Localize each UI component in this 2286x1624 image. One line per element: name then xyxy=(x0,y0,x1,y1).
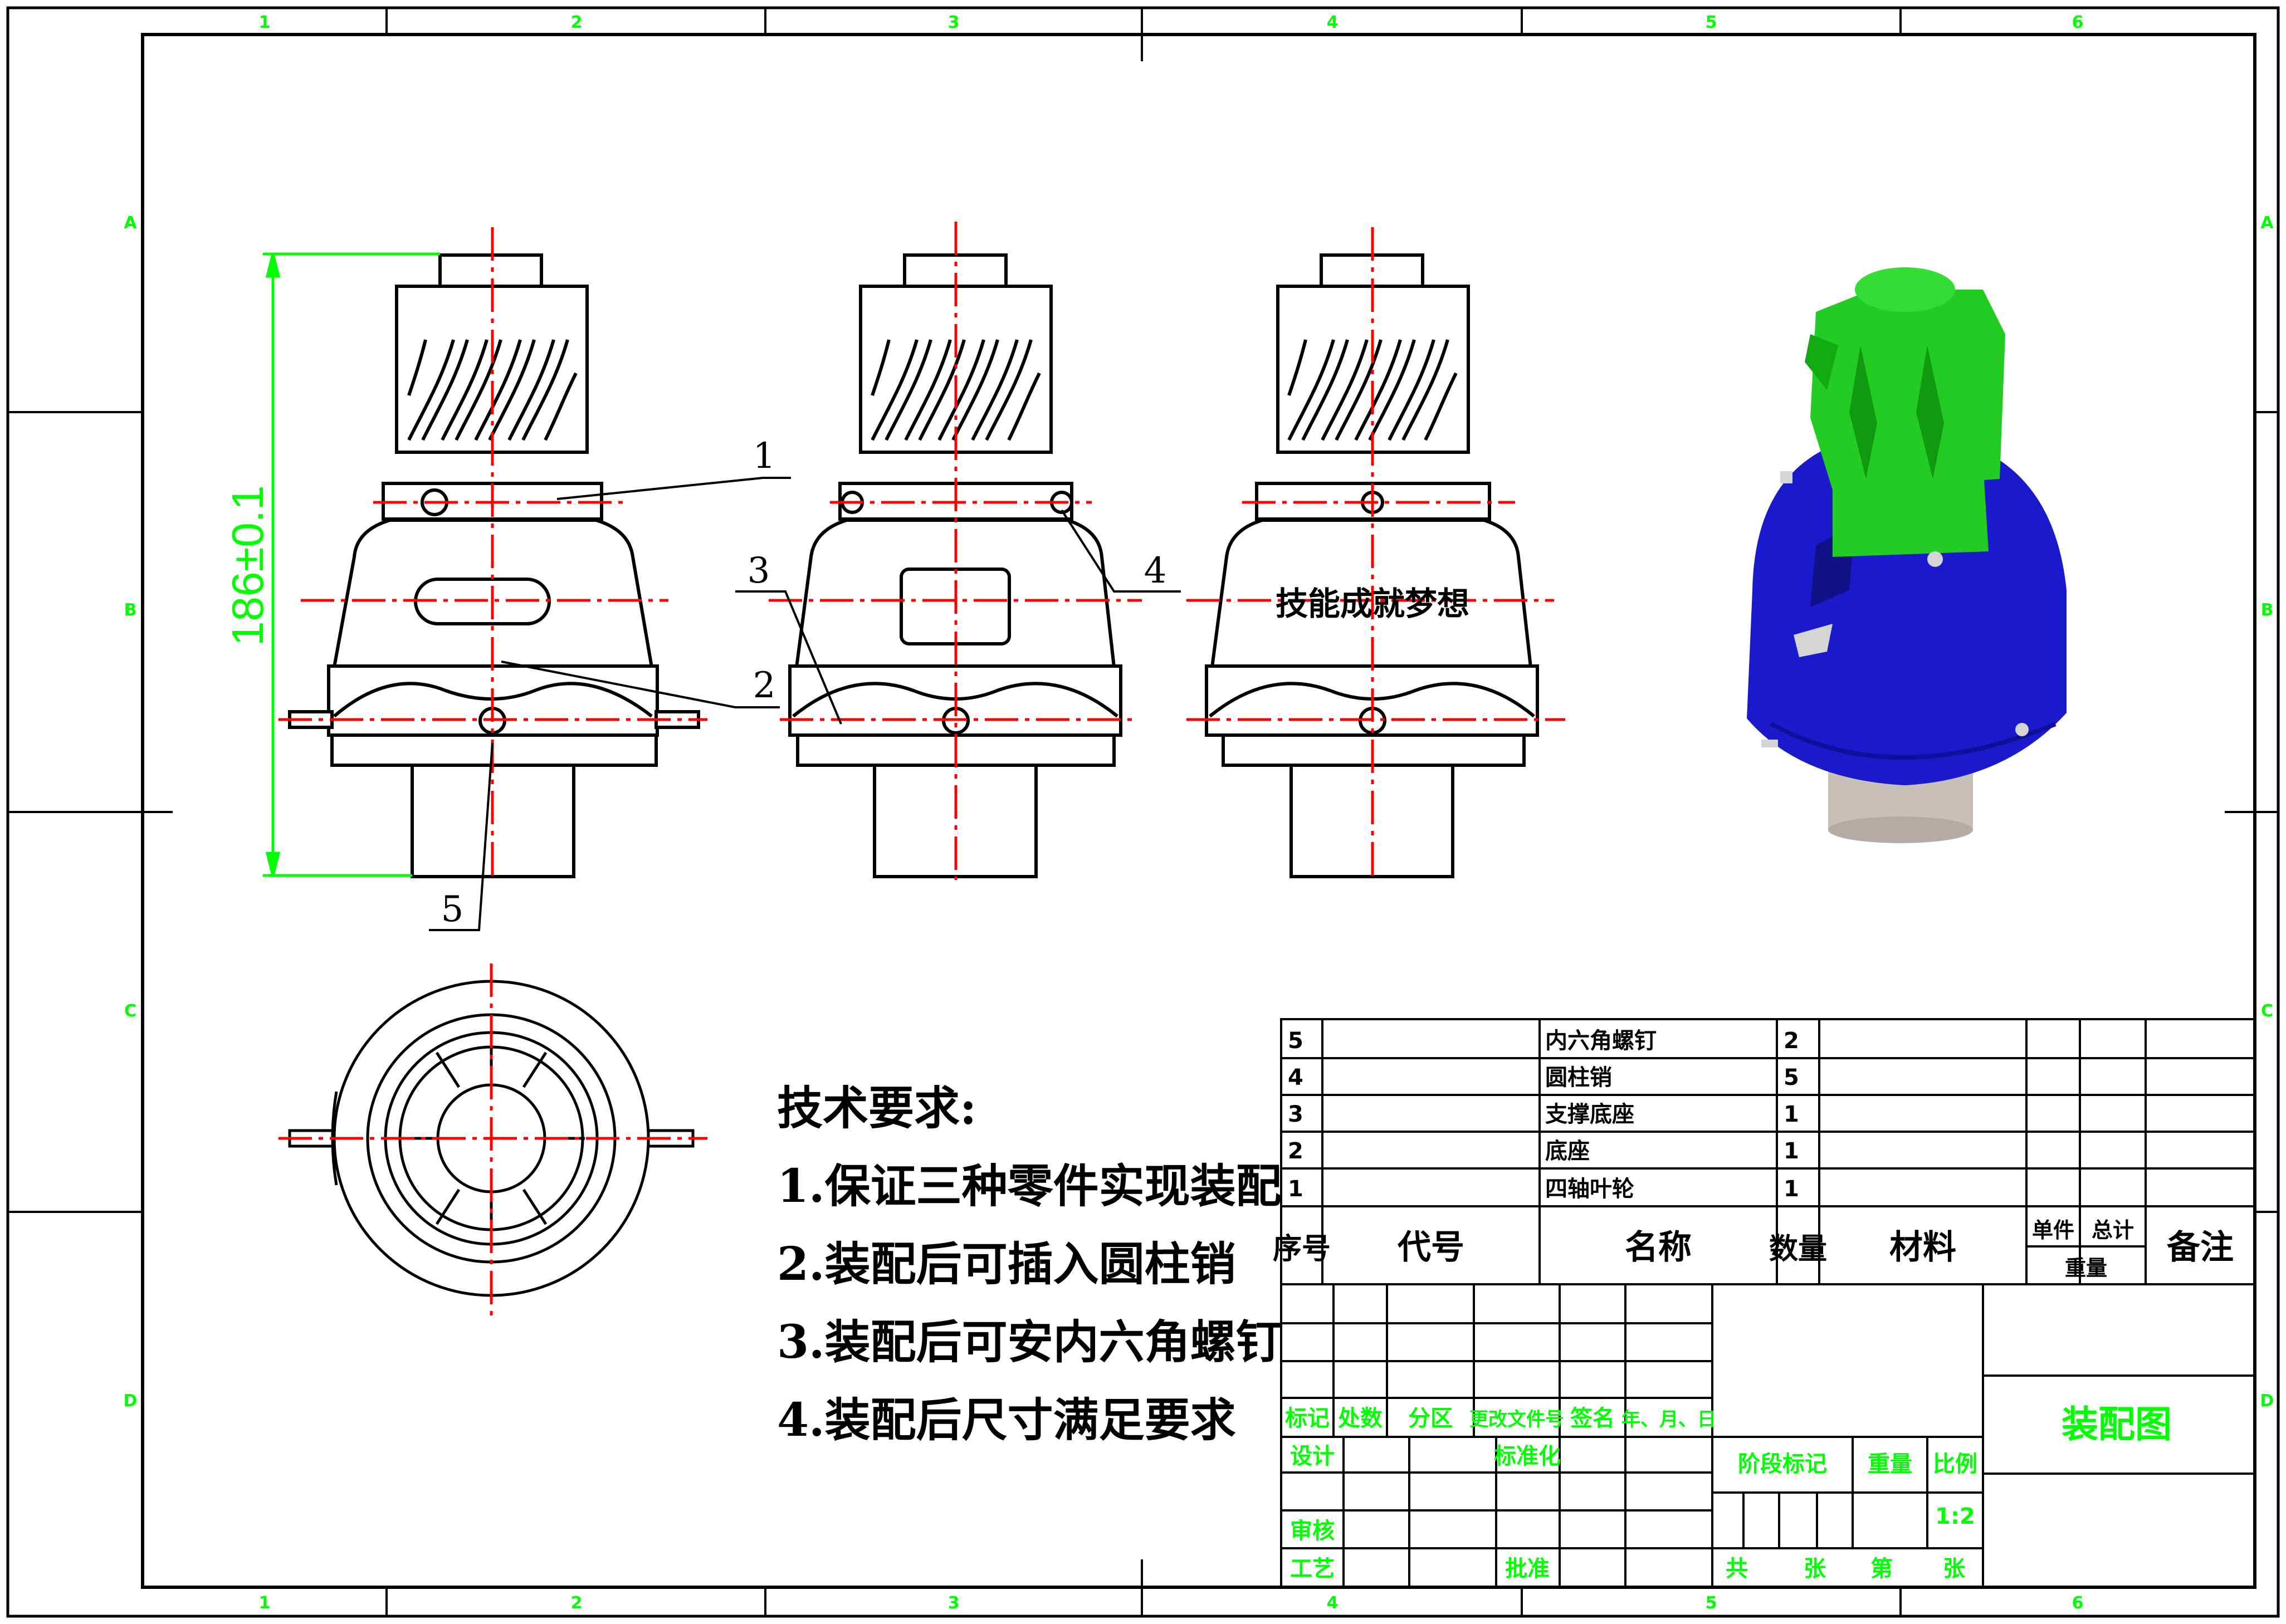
rev-doc-label: 更改文件号 xyxy=(1469,1408,1564,1431)
bom-name-3: 支撑底座 xyxy=(1545,1102,1634,1127)
bom-header-weight: 重量 xyxy=(2065,1256,2107,1280)
bom-seq-3: 3 xyxy=(1288,1102,1303,1127)
title-block xyxy=(1281,1284,2255,1587)
zone-row-b-right: B xyxy=(2261,600,2274,620)
stage-mark-label: 阶段标记 xyxy=(1738,1451,1827,1477)
design-label: 设计 xyxy=(1290,1444,1335,1469)
sheet-total-suffix: 张 xyxy=(1804,1556,1826,1582)
bom-header-material: 材料 xyxy=(1889,1228,1956,1267)
note-2: 2.装配后可插入圆柱销 xyxy=(777,1237,1236,1291)
bom-header-seq: 序号 xyxy=(1273,1232,1331,1266)
zone-col-1-bottom: 1 xyxy=(259,1593,271,1613)
technical-requirements: 技术要求: 1.保证三种零件实现装配 2.装配后可插入圆柱销 3.装配后可安内六… xyxy=(777,1069,1282,1459)
rev-count-label: 处数 xyxy=(1338,1406,1383,1431)
bom-seq-2: 2 xyxy=(1288,1138,1303,1164)
balloon-5: 5 xyxy=(441,889,464,930)
notes-heading: 技术要求: xyxy=(777,1082,977,1135)
standardize-label: 标准化 xyxy=(1494,1444,1561,1469)
zone-col-6-bottom: 6 xyxy=(2072,1593,2084,1613)
bom-header-qty: 数量 xyxy=(1769,1232,1827,1266)
scale-value: 1:2 xyxy=(1935,1504,1975,1529)
bom-name-1: 四轴叶轮 xyxy=(1545,1176,1634,1202)
balloon-2: 2 xyxy=(753,665,776,706)
weight-label: 重量 xyxy=(1868,1451,1912,1477)
front-view xyxy=(288,253,700,878)
zone-col-1: 1 xyxy=(259,13,271,32)
bom-header-total: 总计 xyxy=(2092,1218,2134,1243)
zone-col-5: 5 xyxy=(1706,13,1717,32)
zone-row-a-right: A xyxy=(2260,213,2274,233)
bom-header-name: 名称 xyxy=(1625,1228,1692,1267)
rev-sign-label: 签名 xyxy=(1570,1406,1615,1431)
zone-row-c: C xyxy=(124,1001,136,1021)
bom-qty-3: 1 xyxy=(1784,1102,1799,1127)
sheet-index-suffix: 张 xyxy=(1943,1556,1965,1582)
bom-seq-4: 4 xyxy=(1288,1065,1303,1090)
bom-seq-5: 5 xyxy=(1288,1028,1303,1054)
bom-name-5: 内六角螺钉 xyxy=(1545,1028,1657,1054)
balloon-1: 1 xyxy=(753,436,776,477)
bom-qty-4: 5 xyxy=(1784,1065,1799,1090)
zone-col-4-bottom: 4 xyxy=(1327,1593,1339,1613)
review-label: 审核 xyxy=(1290,1518,1335,1544)
zone-row-d-right: D xyxy=(2260,1391,2274,1411)
bom-header-unit: 单件 xyxy=(2032,1218,2074,1243)
bom-header-remark: 备注 xyxy=(2167,1228,2234,1267)
bom-seq-1: 1 xyxy=(1288,1176,1303,1202)
sheet-index-prefix: 第 xyxy=(1870,1556,1893,1582)
isometric-model xyxy=(1747,267,2067,843)
rev-date-label: 年、月、日 xyxy=(1621,1408,1716,1431)
engraving-text: 技能成就梦想 xyxy=(1276,585,1469,623)
bom-qty-5: 2 xyxy=(1784,1028,1799,1054)
bom-name-4: 圆柱销 xyxy=(1545,1065,1612,1090)
zone-row-d: D xyxy=(124,1391,138,1411)
drawing-title: 装配图 xyxy=(2062,1403,2172,1446)
process-label: 工艺 xyxy=(1290,1556,1335,1582)
bom-table xyxy=(1280,1018,2256,1588)
approve-label: 批准 xyxy=(1505,1556,1550,1582)
balloon-4: 4 xyxy=(1144,550,1167,591)
zone-col-3: 3 xyxy=(948,13,960,32)
rev-mark-label: 标记 xyxy=(1285,1406,1330,1431)
zone-col-2-bottom: 2 xyxy=(571,1593,583,1613)
bom-qty-2: 1 xyxy=(1784,1138,1799,1164)
zone-row-c-right: C xyxy=(2261,1001,2273,1021)
note-1: 1.保证三种零件实现装配 xyxy=(777,1160,1282,1213)
zone-col-3-bottom: 3 xyxy=(948,1593,960,1613)
bom-header-code: 代号 xyxy=(1397,1228,1464,1267)
sheet-total-prefix: 共 xyxy=(1726,1556,1748,1582)
scale-label: 比例 xyxy=(1933,1451,1977,1477)
zone-col-6: 6 xyxy=(2072,13,2084,32)
bom-qty-1: 1 xyxy=(1784,1176,1799,1202)
zone-col-4: 4 xyxy=(1327,13,1339,32)
rev-zone-label: 分区 xyxy=(1408,1406,1453,1431)
zone-col-5-bottom: 5 xyxy=(1706,1593,1717,1613)
dimension-186: 186±0.1 xyxy=(223,485,272,646)
balloon-3: 3 xyxy=(748,550,770,591)
zone-row-b: B xyxy=(124,600,137,620)
bom-name-2: 底座 xyxy=(1545,1138,1590,1164)
note-4: 4.装配后尺寸满足要求 xyxy=(777,1393,1236,1447)
zone-col-2: 2 xyxy=(571,13,583,32)
note-3: 3.装配后可安内六角螺钉 xyxy=(777,1315,1282,1369)
zone-row-a: A xyxy=(124,213,137,233)
